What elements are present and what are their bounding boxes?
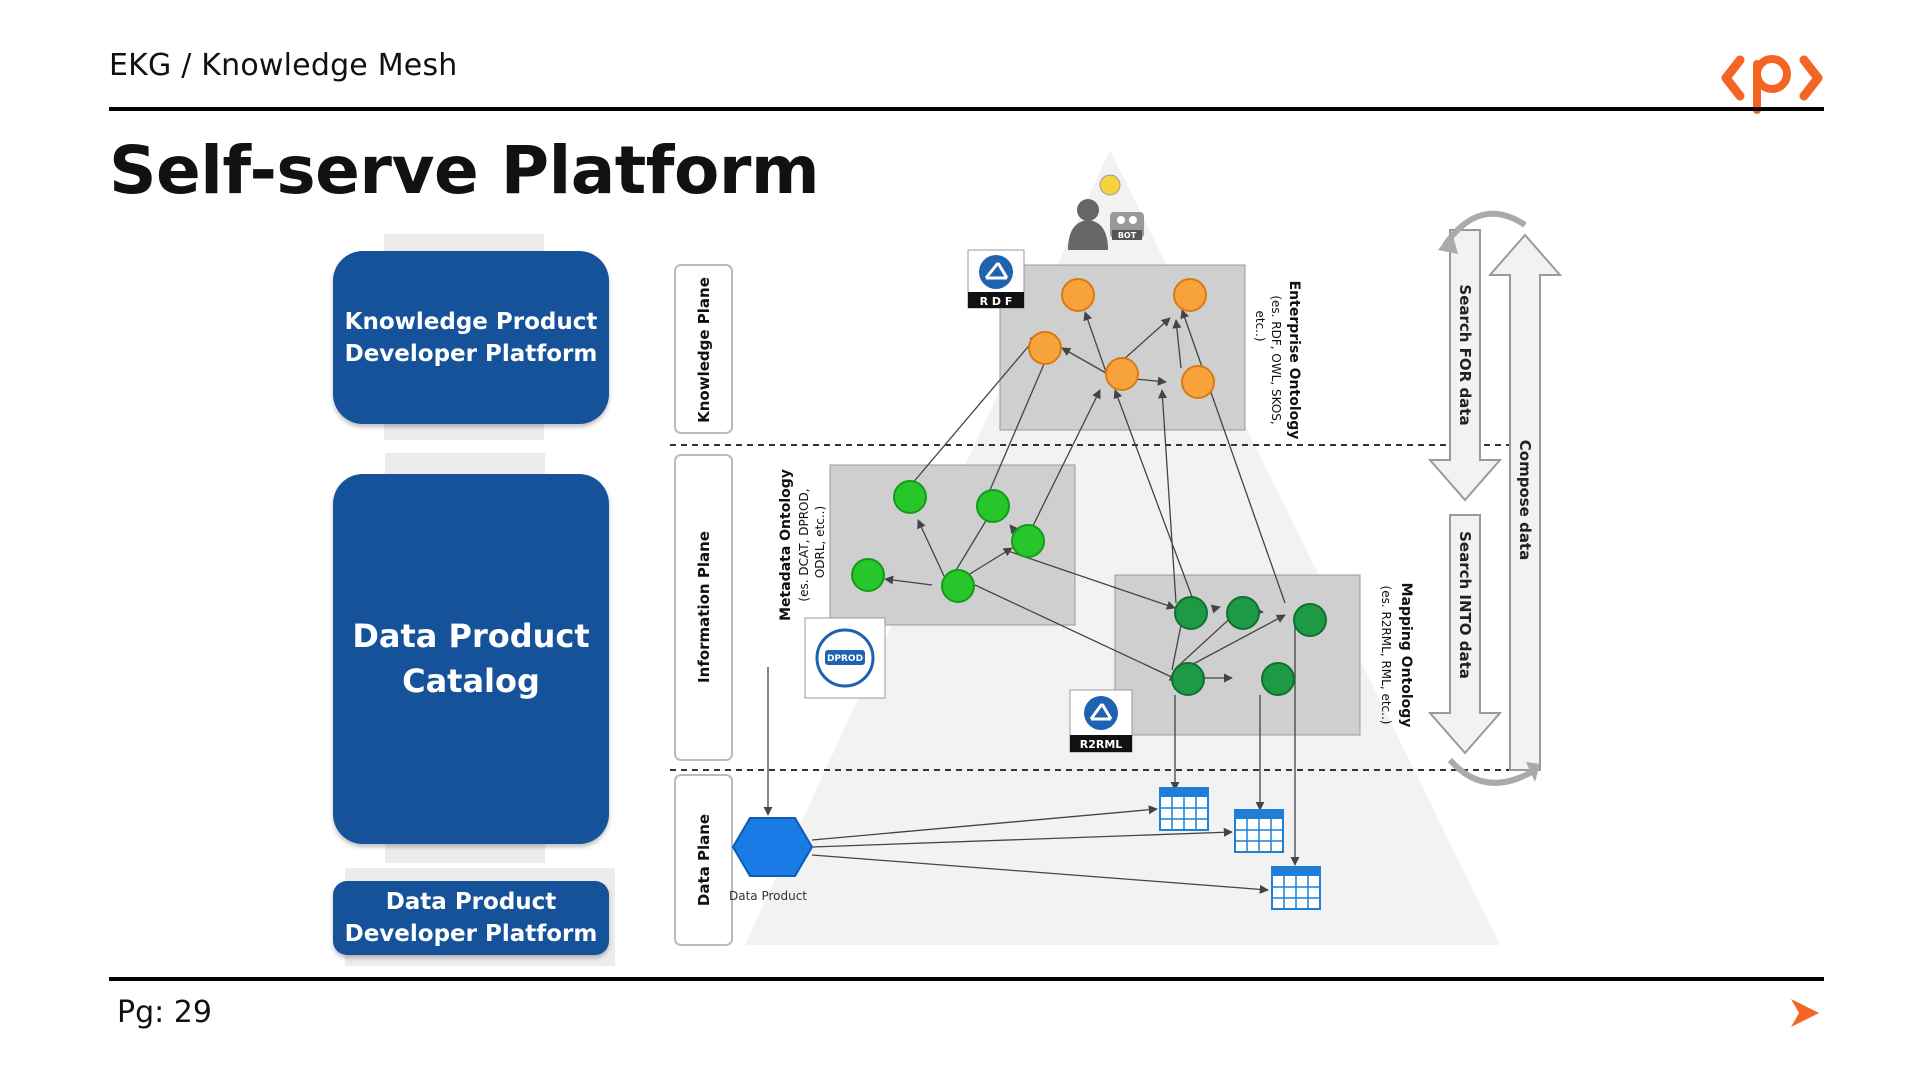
metadata-ontology-caption: Metadata Ontology (es. DCAT, DPROD, ODRL… <box>778 469 827 621</box>
mapping-ontology-detail: (es. R2RML, RML, etc..) <box>1379 586 1393 725</box>
information-node[interactable] <box>941 569 975 603</box>
knowledge-node[interactable] <box>1061 278 1095 312</box>
enterprise-ontology-detail: etc..) <box>1253 311 1267 342</box>
knowledge-node[interactable] <box>1028 331 1062 365</box>
footer-divider <box>109 977 1824 981</box>
knowledge-node[interactable] <box>1181 365 1215 399</box>
knowledge-nodes <box>1028 278 1215 399</box>
information-plane-tab: Information Plane <box>674 454 733 761</box>
header-divider <box>109 107 1824 111</box>
data-plane-tab: Data Plane <box>674 774 733 946</box>
r2rml-badge: R2RML <box>1069 689 1133 753</box>
chevron-right-icon <box>1791 999 1819 1027</box>
data-table-icon[interactable] <box>1159 787 1209 831</box>
mapping-node[interactable] <box>1226 596 1260 630</box>
knowledge-product-platform-label: Knowledge Product Developer Platform <box>344 308 598 367</box>
compose-label: Compose data <box>1516 440 1534 560</box>
logo-icon <box>1721 55 1823 114</box>
mapping-node[interactable] <box>1293 603 1327 637</box>
metadata-ontology-detail: (es. DCAT, DPROD, <box>797 488 811 601</box>
data-product-developer-platform-label: Data Product Developer Platform <box>344 889 598 947</box>
data-product-catalog-label: Data Product Catalog <box>352 617 590 700</box>
breadcrumb[interactable]: EKG / Knowledge Mesh <box>109 48 458 83</box>
loop-arrow-bottom <box>1447 757 1537 786</box>
rdf-badge-label: R D F <box>980 295 1013 308</box>
rdf-icon <box>979 255 1013 289</box>
information-plane-label: Information Plane <box>695 531 713 683</box>
r2rml-badge-label: R2RML <box>1080 738 1123 751</box>
information-nodes <box>851 480 1045 603</box>
search-into-label: Search INTO data <box>1456 531 1474 679</box>
compose-arrow: Compose data <box>1487 233 1563 771</box>
enterprise-ontology-title: Enterprise Ontology <box>1286 281 1302 440</box>
pyramid-background <box>745 150 1500 945</box>
next-slide-button[interactable] <box>1785 993 1825 1033</box>
enterprise-ontology-detail: (es. RDF, OWL, SKOS, <box>1269 295 1283 424</box>
data-product-developer-platform-box[interactable]: Data Product Developer Platform <box>333 881 609 955</box>
mapping-node[interactable] <box>1174 596 1208 630</box>
r2rml-icon <box>1084 696 1118 730</box>
data-table-icon[interactable] <box>1271 866 1321 910</box>
metadata-ontology-title: Metadata Ontology <box>778 469 794 621</box>
mapping-ontology-title: Mapping Ontology <box>1398 583 1414 728</box>
information-node[interactable] <box>976 489 1010 523</box>
knowledge-product-platform-box[interactable]: Knowledge Product Developer Platform <box>333 251 609 424</box>
mapping-ontology-caption: Mapping Ontology (es. R2RML, RML, etc..) <box>1379 583 1414 728</box>
search-into-arrow: Search INTO data <box>1427 514 1503 755</box>
architecture-diagram: Knowledge Plane Information Plane Data P… <box>670 150 1563 946</box>
dprod-icon <box>815 628 875 688</box>
dprod-badge: DPROD <box>804 617 886 699</box>
dprod-badge-label: DPROD <box>827 654 863 664</box>
knowledge-node[interactable] <box>1173 278 1207 312</box>
metadata-ontology-detail: ODRL, etc..) <box>813 506 827 578</box>
bot-label: BOT <box>1118 231 1137 240</box>
data-product-node[interactable]: Data Product <box>729 817 814 903</box>
knowledge-node[interactable] <box>1105 357 1139 391</box>
company-logo[interactable] <box>1720 38 1824 114</box>
data-table-icon[interactable] <box>1234 809 1284 853</box>
information-node[interactable] <box>1011 524 1045 558</box>
search-for-arrow: Search FOR data <box>1427 229 1503 502</box>
data-product-label: Data Product <box>729 889 807 903</box>
mapping-nodes <box>1171 596 1327 696</box>
information-node[interactable] <box>851 558 885 592</box>
enterprise-ontology-caption: Enterprise Ontology (es. RDF, OWL, SKOS,… <box>1253 281 1302 440</box>
mapping-node[interactable] <box>1171 662 1205 696</box>
rdf-badge: R D F <box>967 249 1025 309</box>
mapping-node[interactable] <box>1261 662 1295 696</box>
knowledge-plane-tab: Knowledge Plane <box>674 264 733 434</box>
data-product-catalog-box[interactable]: Data Product Catalog <box>333 474 609 844</box>
page-number: Pg: 29 <box>117 995 212 1030</box>
data-plane-label: Data Plane <box>695 814 713 906</box>
user-bot-icon: BOT <box>1068 174 1144 250</box>
search-for-label: Search FOR data <box>1456 284 1474 425</box>
knowledge-plane-label: Knowledge Plane <box>695 277 713 423</box>
page-title: Self-serve Platform <box>109 132 820 209</box>
information-node[interactable] <box>893 480 927 514</box>
